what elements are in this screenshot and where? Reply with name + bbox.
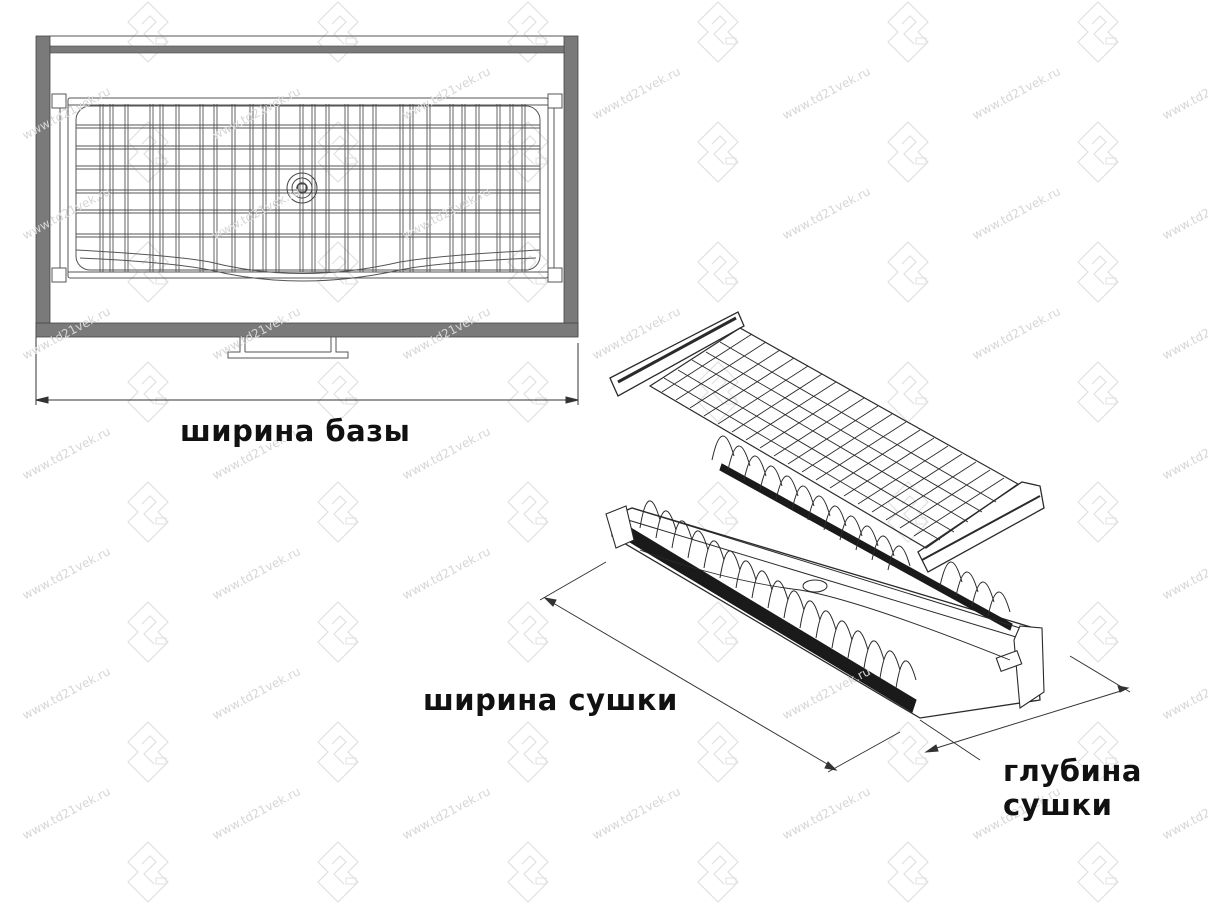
cabinet-left-panel — [35, 35, 51, 337]
rack-width-dimension — [539, 561, 901, 773]
cabinet-top-rail — [49, 45, 565, 54]
upper-shelf — [609, 311, 1045, 573]
base-width-dimension — [35, 337, 579, 405]
lower-rack — [605, 435, 1045, 719]
rack-width-label: ширина сушки — [423, 683, 678, 717]
cabinet-right-panel — [563, 35, 579, 337]
rack-depth-label-line2: сушки — [1003, 788, 1113, 822]
rack-depth-label-line1: глубина — [1003, 754, 1142, 788]
base-width-label: ширина базы — [180, 414, 411, 448]
cabinet-bottom-panel — [35, 322, 579, 338]
cabinet-front-view — [35, 35, 579, 405]
rack-depth-dimension — [919, 655, 1131, 761]
cabinet-handle — [227, 337, 349, 359]
watermark-logo-icon — [127, 1, 1119, 903]
isometric-dish-rack — [539, 311, 1131, 773]
rack-depth-label: глубина сушки — [1003, 754, 1142, 822]
drain-icon — [286, 172, 318, 204]
watermark-layer — [127, 1, 1119, 903]
shelf-grid — [51, 93, 563, 283]
